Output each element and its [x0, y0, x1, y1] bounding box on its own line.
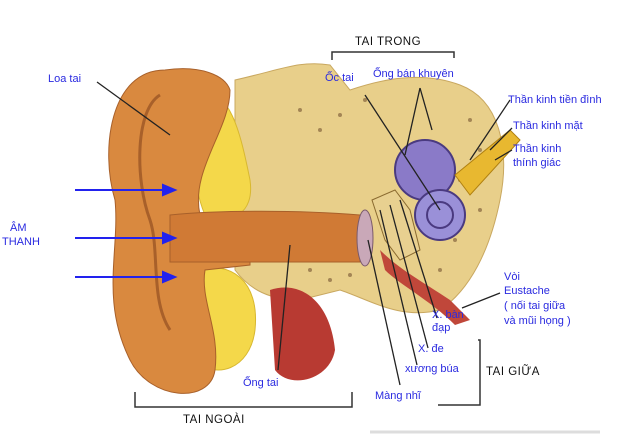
ear-canal-shape	[169, 210, 361, 263]
pointer-lines	[96, 81, 513, 386]
pinna-fold	[138, 93, 172, 331]
label-eustachian-1: Vòi	[504, 271, 520, 283]
cochlea-spiral	[426, 201, 454, 229]
label-eustachian-3: ( nối tai giữa	[504, 300, 566, 312]
label-eardrum: Màng nhĩ	[375, 390, 421, 402]
sound-arrows	[75, 183, 178, 284]
label-semicircular-canals: Ống bán khuyên	[373, 68, 454, 80]
label-eustachian-4: và mũi họng )	[504, 315, 571, 327]
label-sound-2: THANH	[2, 236, 40, 248]
cochlea-shape	[414, 189, 466, 241]
middle-ear-heading: TAI GIỮA	[486, 366, 540, 378]
nerve-bundle	[454, 129, 521, 196]
label-stapes-1: X. bàn	[432, 309, 464, 321]
label-malleus: xương búa	[405, 363, 459, 375]
label-incus: X. đe	[418, 343, 444, 355]
muscle	[270, 287, 335, 381]
label-vestibular-nerve: Thần kinh tiền đình	[508, 94, 602, 106]
label-auditory-nerve-1: Thần kinh	[513, 143, 562, 155]
inner-ear-heading: TAI TRONG	[355, 36, 422, 48]
eardrum-shape	[356, 209, 374, 267]
label-eustachian-2: Eustache	[504, 285, 550, 297]
outer-ear-heading: TAI NGOÀI	[183, 414, 245, 426]
label-pinna: Loa tai	[48, 73, 82, 85]
label-stapes-2: đạp	[432, 322, 451, 334]
middle-ear-cavity	[380, 250, 470, 325]
ossicles-shape	[371, 189, 421, 261]
label-facial-nerve: Thần kinh mặt	[513, 120, 583, 132]
label-auditory-nerve-2: thính giác	[513, 157, 561, 169]
label-ear-canal: Ống tai	[243, 377, 279, 389]
brackets	[134, 51, 481, 408]
label-cochlea: Ốc tai	[325, 72, 354, 84]
label-sound-1: ÂM	[10, 222, 27, 234]
